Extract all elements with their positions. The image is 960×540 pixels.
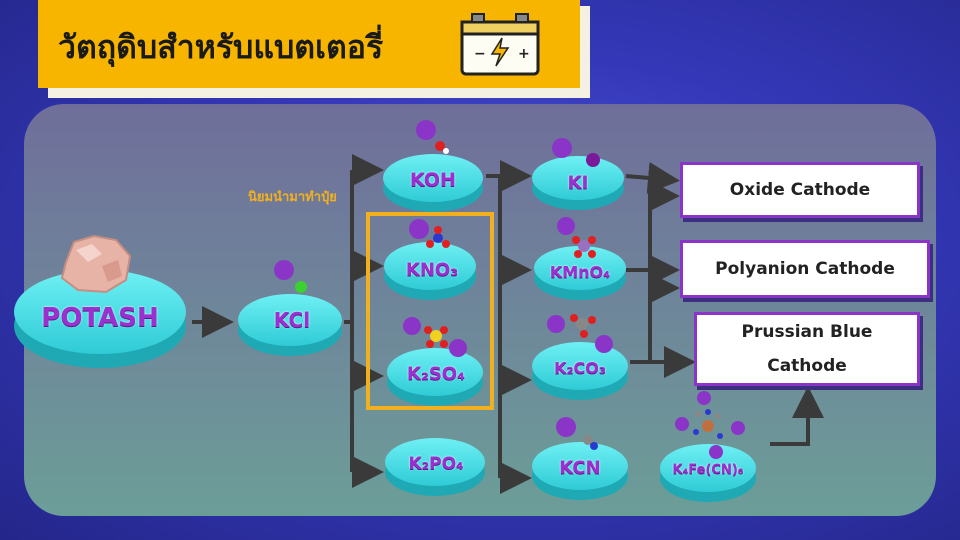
label-kcl: KCl [273, 308, 311, 332]
molecule-koh [416, 120, 449, 154]
output-polyanion-label: Polyanion Cathode [715, 259, 895, 279]
potash-rock-image [60, 234, 132, 294]
label-potash: POTASH [41, 303, 159, 333]
label-kmno4: KMnO₄ [549, 262, 611, 282]
label-kcn: KCN [559, 457, 601, 479]
svg-text:+: + [518, 46, 530, 62]
label-k4fecn6: K₄Fe(CN)₆ [672, 462, 744, 478]
label-koh: KOH [410, 169, 456, 191]
molecule-ki [552, 138, 600, 167]
fertilizer-highlight-frame [366, 212, 494, 410]
label-kno3: KNO₃ [405, 259, 459, 281]
disc-kmno4 [534, 246, 626, 300]
output-oxide-label: Oxide Cathode [729, 180, 871, 200]
molecule-kmno4 [557, 217, 596, 258]
arrow-ki-oxide [625, 161, 680, 194]
molecule-kno3 [409, 219, 450, 248]
molecule-k2co3 [547, 314, 613, 353]
output-polyanion-cathode: Polyanion Cathode [680, 240, 930, 298]
disc-ki [532, 156, 624, 210]
molecule-kcl [274, 260, 307, 293]
disc-k4fecn6 [660, 444, 756, 502]
label-k2po4: K₂PO₄ [408, 454, 464, 474]
molecule-kcn [556, 417, 598, 450]
molecule-k4fecn6 [675, 391, 745, 459]
disc-k2po4 [385, 438, 485, 496]
battery-icon: − + [460, 13, 540, 76]
label-k2co3: K₂CO₃ [554, 358, 606, 378]
svg-text:−: − [474, 46, 486, 62]
output-prussian-blue-cathode: Prussian Blue Cathode [694, 312, 920, 386]
disc-k2so4 [387, 348, 483, 406]
disc-potash [14, 270, 186, 368]
disc-kno3 [384, 242, 476, 300]
output-prussian-label-line2: Cathode [767, 356, 847, 376]
label-k2so4: K₂SO₄ [407, 363, 465, 385]
disc-kcn [532, 442, 628, 500]
output-prussian-label-line1: Prussian Blue [741, 322, 873, 342]
disc-k2co3 [532, 342, 628, 400]
molecule-k2so4 [403, 317, 467, 357]
disc-koh [383, 154, 483, 212]
page-title: วัตถุดิบสำหรับแบตเตอรี่ [58, 28, 384, 66]
label-ki: KI [567, 172, 589, 194]
disc-kcl [238, 294, 342, 356]
fertilizer-note: นิยมนำมาทำปุ๋ย [248, 190, 337, 205]
output-oxide-cathode: Oxide Cathode [680, 162, 920, 218]
connectors [192, 154, 824, 494]
